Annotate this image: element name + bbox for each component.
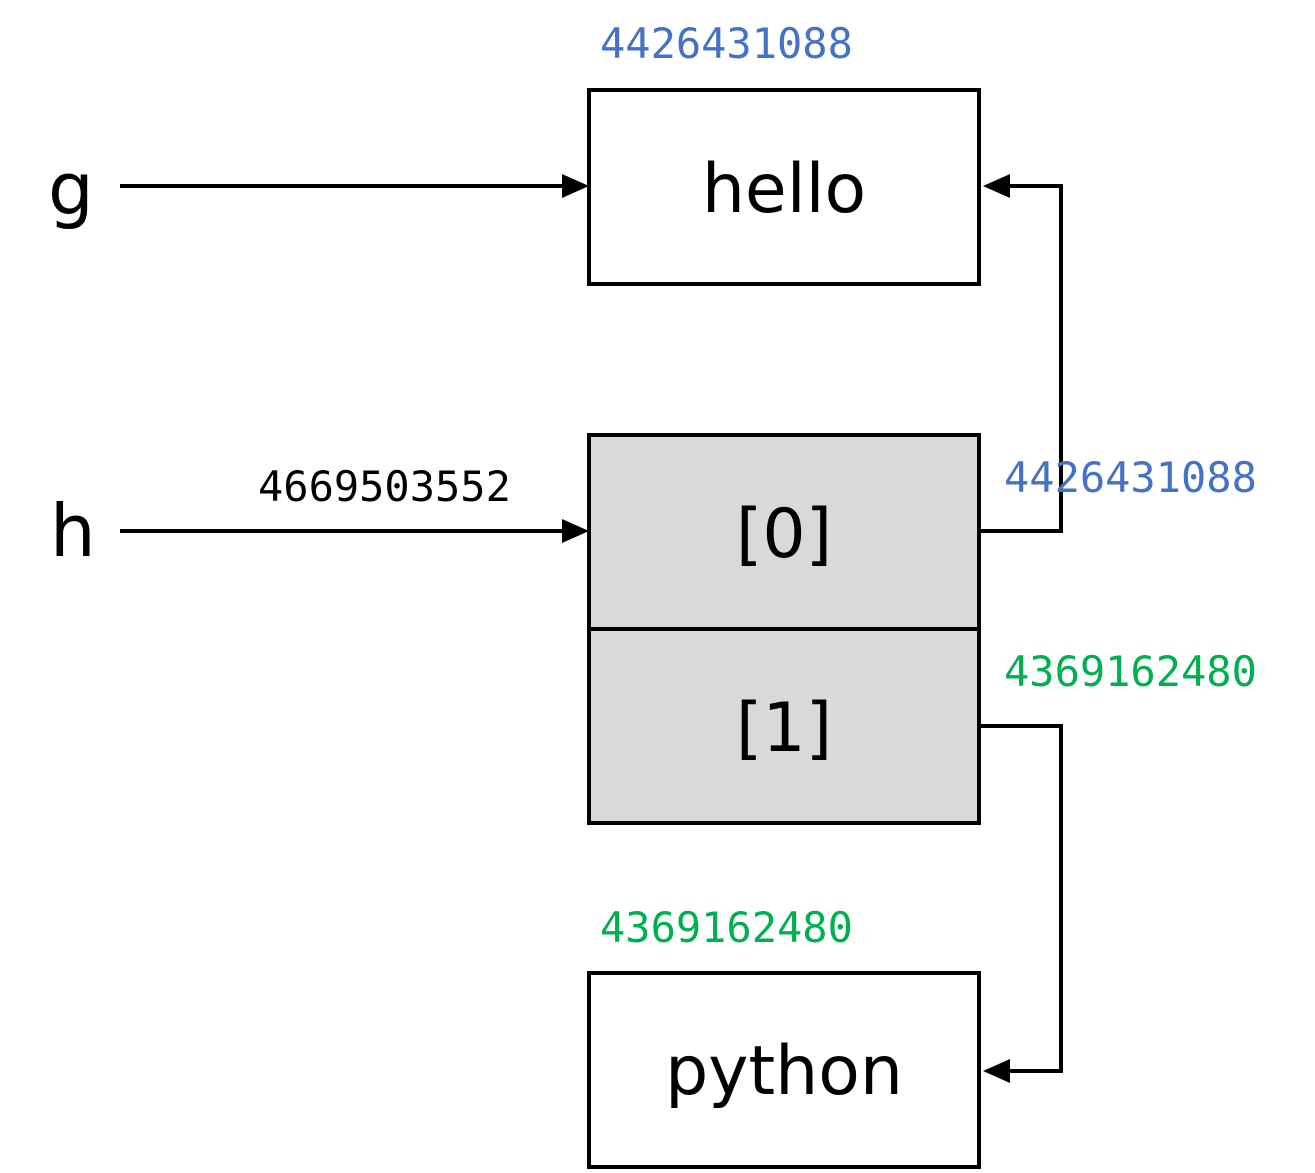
list-item-1-box xyxy=(587,627,981,825)
item-0-ref-address: 4426431088 xyxy=(1004,453,1257,502)
hello-address-label: 4426431088 xyxy=(600,19,853,68)
python-box xyxy=(587,971,981,1169)
item-1-ref-address: 4369162480 xyxy=(1004,647,1257,696)
variable-g-label: g xyxy=(48,147,94,231)
item-0-ref-arrow-head xyxy=(983,174,1010,198)
g-arrow-head xyxy=(562,174,589,198)
hello-box xyxy=(587,88,981,286)
python-address-label: 4369162480 xyxy=(600,903,853,952)
item-0-ref-line xyxy=(979,184,1063,533)
list-address-label: 4669503552 xyxy=(258,462,511,511)
item-1-ref-line xyxy=(979,724,1063,1073)
python-box-text: python xyxy=(665,1032,903,1111)
hello-box-text: hello xyxy=(702,150,866,229)
item-1-ref-arrow-head xyxy=(983,1059,1010,1083)
list-item-0-box xyxy=(587,433,981,631)
h-arrow-head xyxy=(562,519,589,543)
list-item-0-label: [0] xyxy=(736,495,832,574)
variable-h-label: h xyxy=(50,489,96,573)
list-item-1-label: [1] xyxy=(736,689,832,768)
